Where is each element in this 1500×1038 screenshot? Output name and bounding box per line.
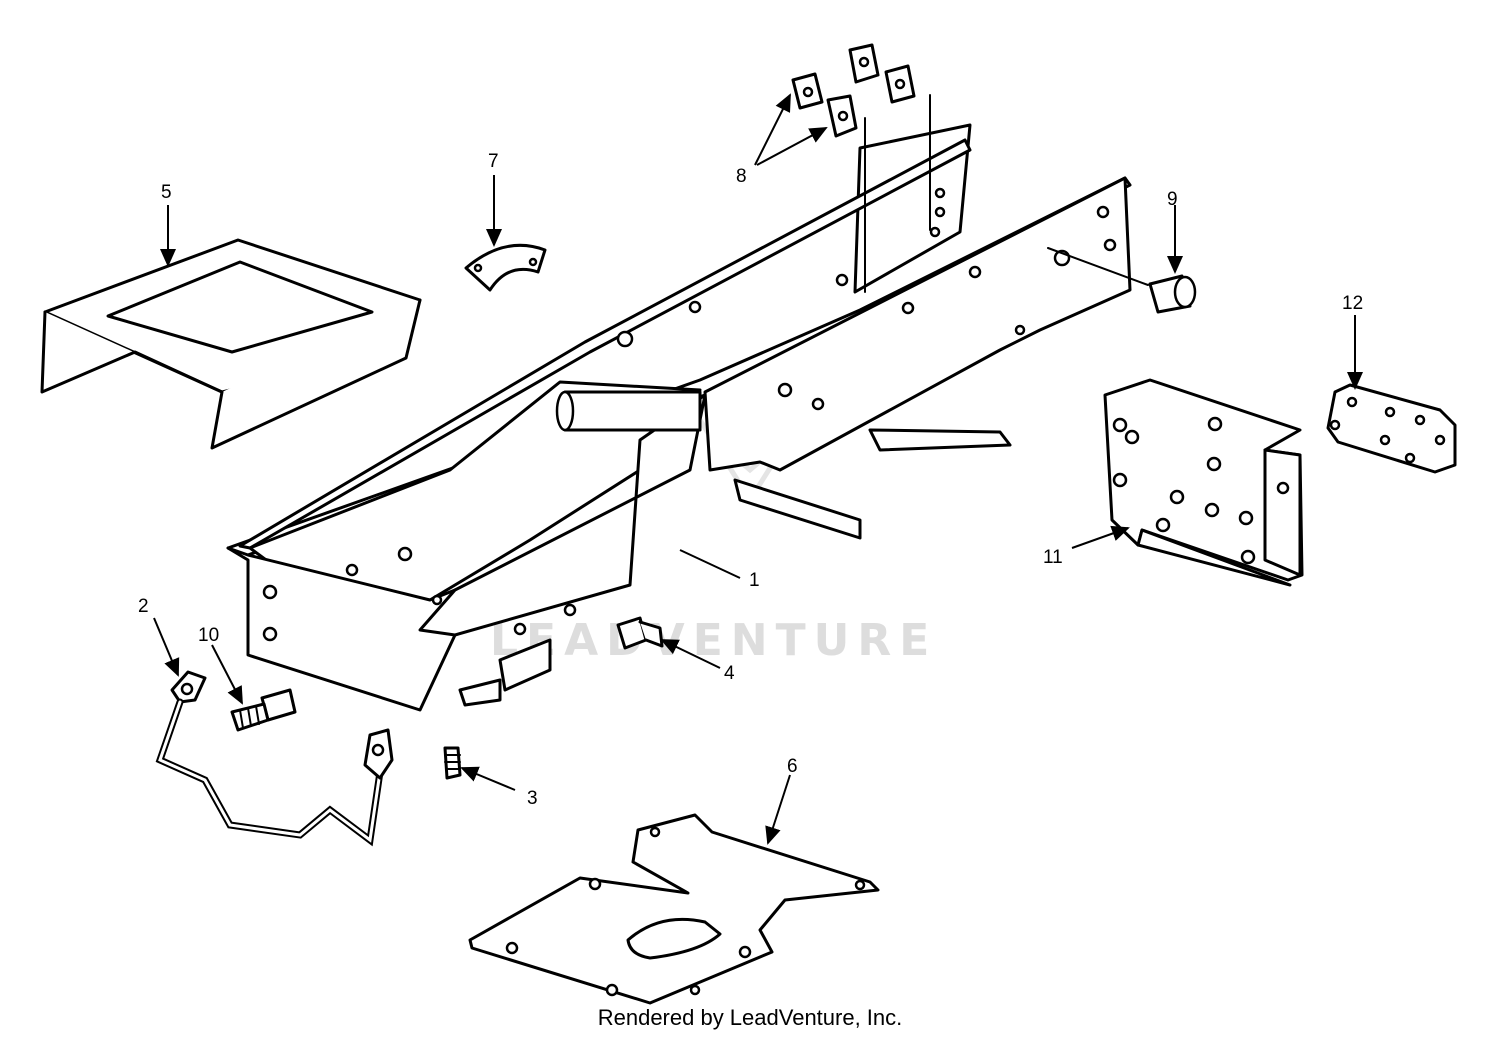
part-4-bolt <box>616 616 664 650</box>
callout-3: 3 <box>527 788 538 809</box>
part-6-floor-plate <box>468 813 880 1005</box>
callout-4: 4 <box>724 663 735 684</box>
callout-2: 2 <box>138 596 149 617</box>
credit-text: Rendered by LeadVenture, Inc. <box>597 1005 903 1030</box>
part-3-spring <box>443 746 462 780</box>
part-12-plate <box>1326 383 1457 474</box>
part-9-bushing <box>1148 274 1197 314</box>
part-2-rod <box>155 670 394 847</box>
callout-11: 11 <box>1043 547 1063 568</box>
part-7-bracket <box>464 243 547 292</box>
leader-lines <box>153 93 1363 845</box>
watermark: LEADVENTURE <box>490 388 937 666</box>
callout-7: 7 <box>488 151 499 172</box>
callout-8: 8 <box>736 166 747 187</box>
part-1-frame <box>226 94 1149 712</box>
callout-5: 5 <box>161 182 172 203</box>
callout-6: 6 <box>787 756 798 777</box>
callout-10: 10 <box>198 625 219 646</box>
callouts: 1 2 3 4 5 6 7 8 9 10 11 12 <box>138 151 1363 809</box>
part-8-clips <box>791 43 916 138</box>
callout-1: 1 <box>749 570 760 591</box>
callout-9: 9 <box>1167 189 1178 210</box>
callout-12: 12 <box>1342 293 1363 314</box>
part-5-cover <box>40 238 422 450</box>
part-11-plate <box>1103 378 1304 587</box>
watermark-text: LEADVENTURE <box>490 615 937 666</box>
part-10-bolt <box>230 688 297 732</box>
